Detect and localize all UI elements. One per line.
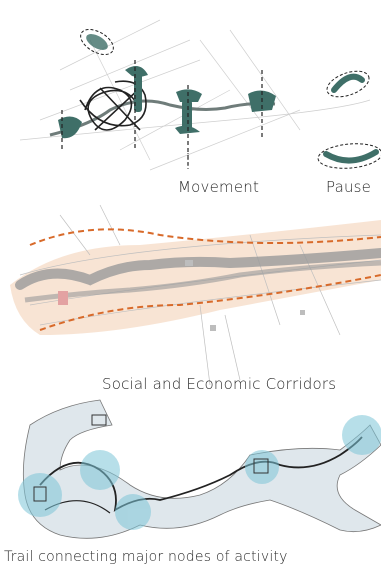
node-right	[245, 450, 279, 484]
node-left-top	[80, 450, 120, 490]
dashed-island-top	[80, 29, 114, 55]
corridors-sketch	[10, 204, 381, 386]
trail-label: Trail connecting major nodes of activity	[4, 549, 288, 565]
trail-sketch	[18, 399, 381, 539]
corridor-edge-top	[29, 228, 381, 246]
grey-corridor-band	[15, 248, 381, 290]
dashed-island-right	[326, 70, 370, 98]
pink-block	[58, 291, 68, 305]
movement-line	[49, 99, 276, 137]
trail-diagram: Trail connecting major nodes of activity	[0, 395, 381, 576]
corridors-diagram: Social and Economic Corridors	[0, 204, 381, 395]
movement-pause-diagram: Movement Pause	[0, 0, 381, 205]
node-center	[115, 494, 151, 530]
corridor-edge-bottom	[39, 274, 381, 331]
orange-wash	[10, 220, 381, 335]
dashed-island-pause	[317, 143, 381, 169]
movement-label: Movement	[178, 178, 260, 196]
trail-region	[22, 399, 381, 539]
movement-pause-sketch	[19, 19, 381, 171]
teal-marks	[58, 66, 276, 139]
node-left-bottom	[18, 473, 62, 517]
corridors-label: Social and Economic Corridors	[102, 375, 337, 393]
pause-label: Pause	[326, 178, 372, 196]
node-far-right	[342, 415, 381, 455]
